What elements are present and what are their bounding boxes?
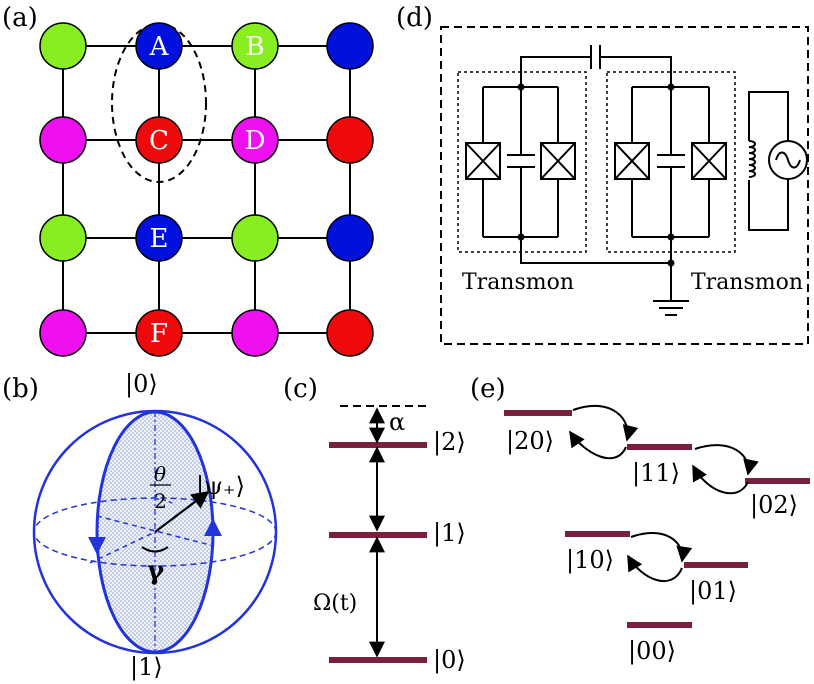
- transmon-right-label: Transmon: [691, 270, 803, 295]
- state-11-label: |11⟩: [632, 459, 680, 488]
- panel-d-label: (d): [396, 3, 433, 33]
- coupling-arrow: [572, 404, 639, 442]
- panel-a-label: (a): [2, 3, 38, 33]
- state-20-label: |20⟩: [506, 427, 554, 456]
- alpha-label: α: [389, 408, 405, 436]
- lattice-node: [326, 22, 374, 70]
- two-qubit-levels: [504, 410, 810, 628]
- panel-e-label: (e): [470, 374, 506, 404]
- coupling-arrow: [692, 464, 749, 495]
- junction-icon: [614, 142, 650, 180]
- state-02-label: |02⟩: [750, 491, 798, 520]
- lattice-node: [39, 214, 87, 262]
- lattice-nodes: A B C D E F: [39, 22, 374, 357]
- circuit-frame: [440, 26, 809, 345]
- y-axis: [96, 515, 215, 547]
- level-2-label: |2⟩: [433, 428, 466, 457]
- lattice-node: D: [231, 116, 279, 164]
- omega-label: Ω(t): [313, 591, 357, 616]
- lattice-node: [326, 116, 374, 164]
- theta-label: θ: [154, 462, 166, 486]
- lattice-node: E: [135, 214, 183, 262]
- panel-b: (b) |0⟩ |1⟩ θ 2 |ψ₊⟩ γ: [2, 370, 278, 682]
- psi-plus-label: |ψ₊⟩: [196, 472, 245, 501]
- lattice-node: [326, 214, 374, 262]
- lattice-node: F: [135, 309, 183, 357]
- lattice-node: [39, 309, 87, 357]
- lattice-node: [231, 214, 279, 262]
- circuit-nodes: [517, 83, 675, 267]
- coupling-arrow: [694, 444, 759, 476]
- energy-levels: [329, 442, 427, 663]
- lattice-node: [231, 309, 279, 357]
- coupling-arrow: [630, 532, 693, 563]
- node-label-f: F: [150, 319, 168, 349]
- lattice-node: C: [135, 116, 183, 164]
- coupling-arrow: [627, 554, 683, 583]
- state-1-label: |1⟩: [130, 653, 163, 682]
- state-10-label: |10⟩: [566, 546, 614, 575]
- panel-c-label: (c): [283, 374, 318, 404]
- node-label-d: D: [245, 126, 266, 156]
- level-0-label: |0⟩: [433, 646, 466, 675]
- junction-icon: [691, 142, 727, 180]
- transmon-left-label: Transmon: [462, 270, 574, 295]
- ac-source-icon: [768, 140, 808, 180]
- panel-e: (e) |20⟩ |11⟩ |02⟩ |10⟩ |01⟩ |00⟩: [470, 374, 810, 666]
- level-1-label: |1⟩: [433, 519, 466, 548]
- lattice-node: B: [231, 22, 279, 70]
- state-vector-arrow: [154, 490, 210, 533]
- gamma-label: γ: [147, 556, 165, 586]
- state-01-label: |01⟩: [689, 577, 737, 606]
- lattice-node: A: [135, 22, 183, 70]
- panel-b-label: (b): [2, 374, 39, 404]
- panel-c: (c) α Ω(t) |2⟩ |1⟩ |0⟩: [283, 374, 466, 675]
- node-label-b: B: [245, 32, 264, 62]
- state-0-label: |0⟩: [125, 370, 158, 399]
- junction-icon: [465, 142, 501, 180]
- node-label-e: E: [150, 224, 169, 254]
- state-00-label: |00⟩: [628, 637, 676, 666]
- lattice-node: [39, 22, 87, 70]
- node-label-c: C: [149, 126, 169, 156]
- junction-icon: [540, 142, 576, 180]
- lattice-node: [326, 309, 374, 357]
- panel-d: (d): [396, 3, 809, 345]
- theta-denominator: 2: [154, 489, 167, 513]
- panel-a: (a) A B C D E F: [2, 3, 374, 357]
- lattice-edges: [62, 45, 351, 334]
- node-label-a: A: [149, 32, 170, 62]
- josephson-junctions: [465, 142, 727, 180]
- coupling-arrow: [569, 430, 627, 460]
- lattice-node: [39, 116, 87, 164]
